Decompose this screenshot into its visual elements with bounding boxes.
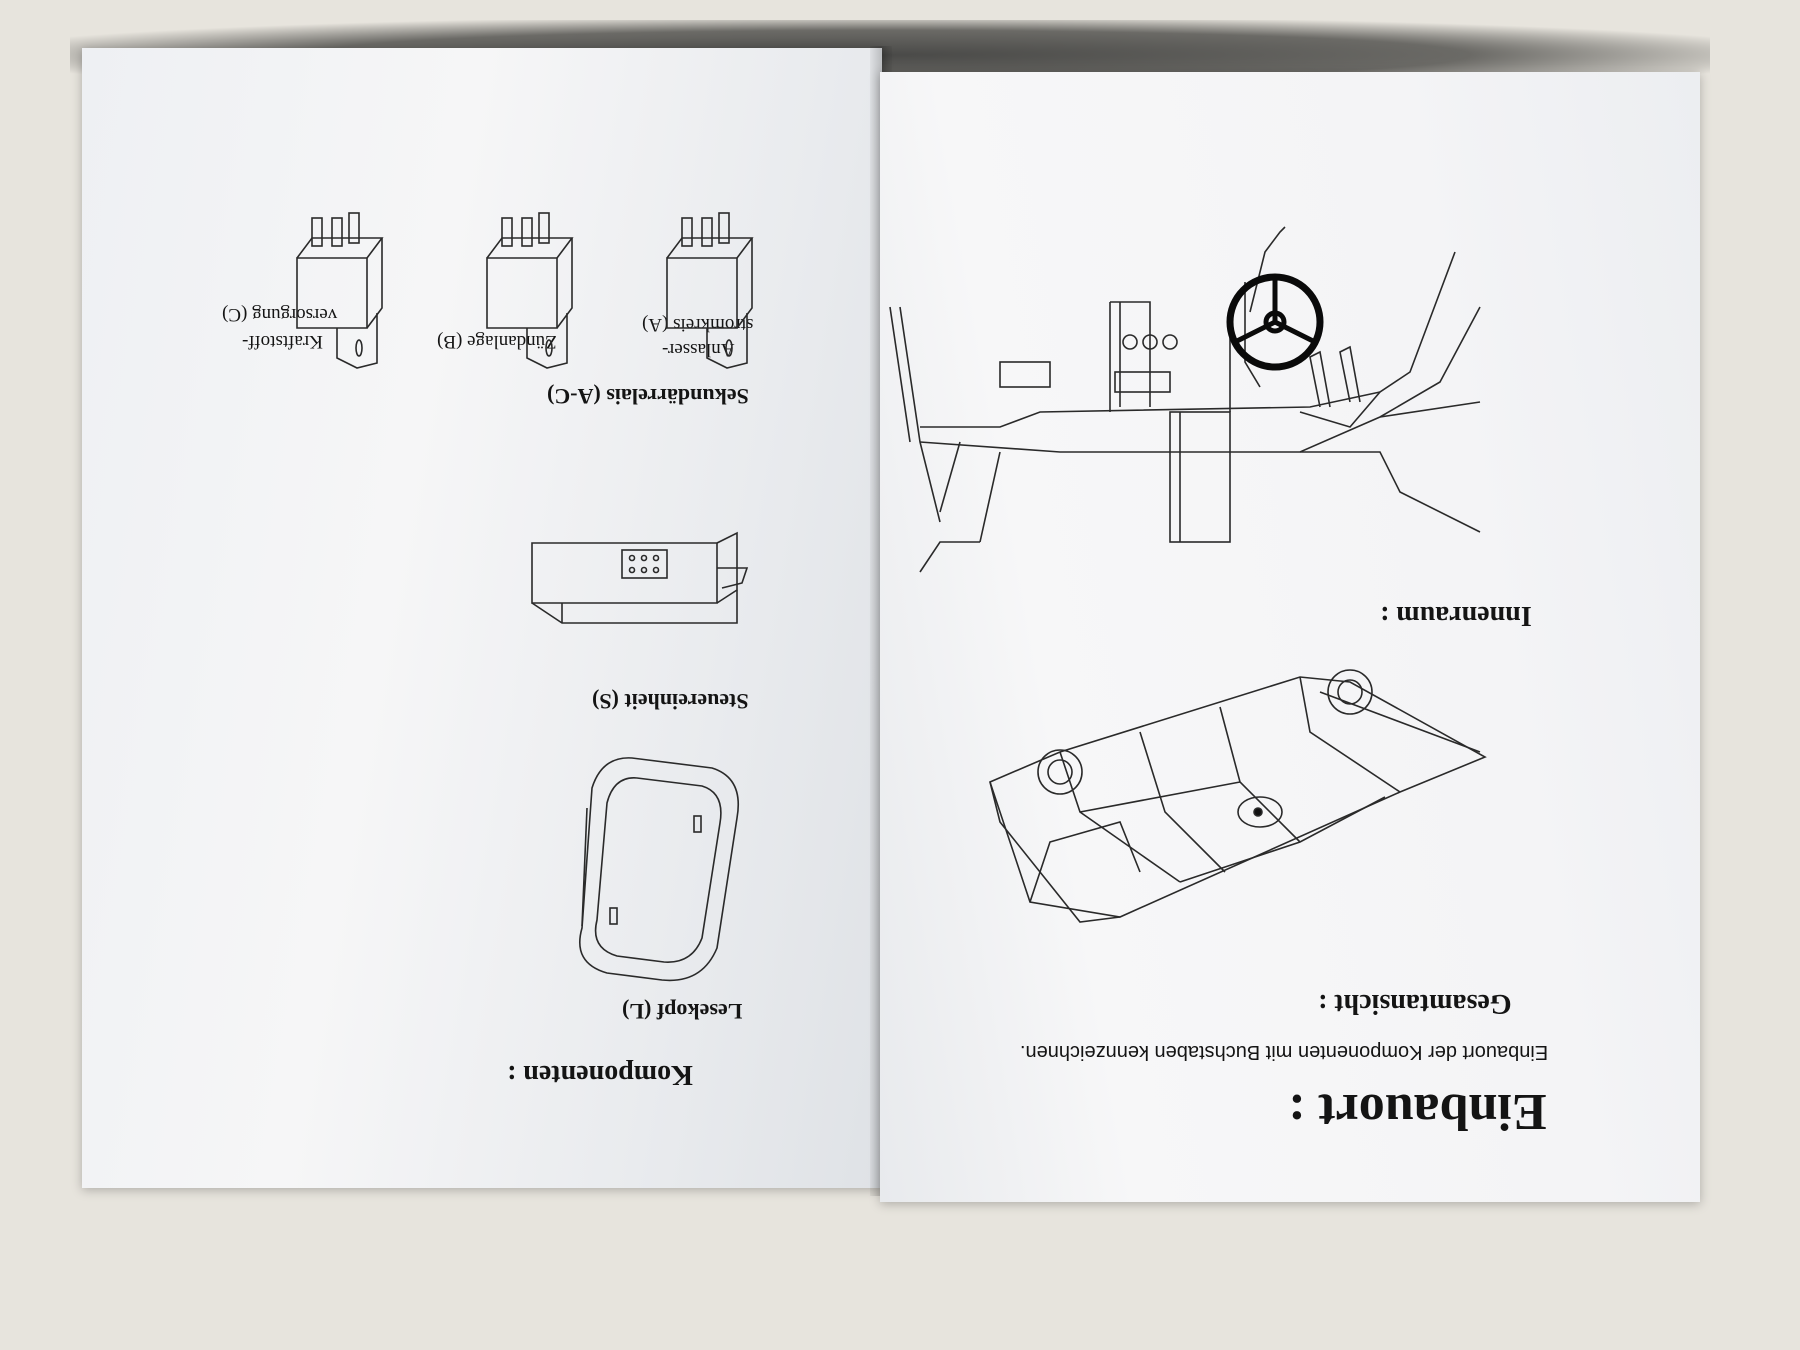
interior-illustration <box>889 226 1481 573</box>
components-heading: Komponenten : <box>507 1059 693 1090</box>
reader-label: Lesekopf (L) <box>622 999 743 1024</box>
control-unit-illustration <box>531 531 749 624</box>
right-page: Einbauort : Einbauort der Komponenten mi… <box>880 72 1700 1202</box>
left-page: Komponenten : Lesekopf (L) Steuereinheit… <box>82 48 882 1188</box>
car-overview-illustration <box>989 669 1487 923</box>
control-unit-label: Steuereinheit (S) <box>592 689 749 714</box>
relay-a-illustration <box>666 212 754 369</box>
overview-heading: Gesamtansicht : <box>1318 988 1512 1019</box>
relays-heading: Sekundärrelais (A-C) <box>547 384 749 409</box>
reader-head-illustration <box>578 757 739 982</box>
installation-intro: Einbauort der Komponenten mit Buchstaben… <box>1020 1041 1549 1063</box>
interior-heading: Innenraum : <box>1380 600 1532 631</box>
relay-c-illustration <box>296 212 384 369</box>
relay-b-illustration <box>486 212 574 369</box>
installation-title: Einbauort : <box>1288 1083 1547 1140</box>
